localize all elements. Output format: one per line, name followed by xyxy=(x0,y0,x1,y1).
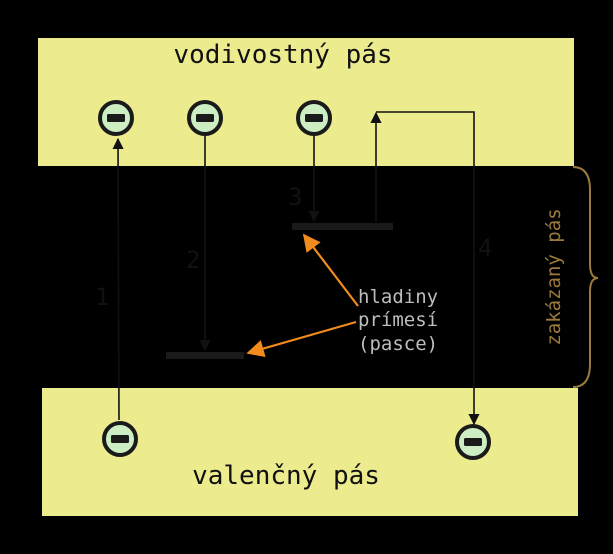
gap-brace xyxy=(572,166,599,388)
trap-level-upper xyxy=(292,223,393,230)
electron-conduction-2 xyxy=(187,100,223,136)
annotation-line-3: (pasce) xyxy=(358,333,438,355)
pointer-to-upper-trap xyxy=(302,233,359,307)
transition-3-label: 3 xyxy=(288,183,302,211)
electron-valence-1 xyxy=(102,421,138,457)
pointer-to-lower-trap xyxy=(246,320,357,358)
transition-2-label: 2 xyxy=(186,246,200,274)
transition-4-label: 4 xyxy=(478,234,492,262)
annotation-line-2: prímesí xyxy=(358,309,438,331)
transition-4-arrow xyxy=(376,111,480,426)
gap-label: zakázaný pás xyxy=(543,208,565,345)
transition-1-arrow xyxy=(112,137,124,421)
trap-levels-annotation: hladiny prímesí (pasce) xyxy=(358,286,438,355)
trap-level-lower xyxy=(166,352,244,359)
conduction-band-label: vodivostný pás xyxy=(173,40,392,70)
transition-1-label: 1 xyxy=(95,283,109,311)
valence-band-label: valenčný pás xyxy=(192,461,380,491)
electron-conduction-3 xyxy=(296,100,332,136)
annotation-line-1: hladiny xyxy=(358,286,438,308)
electron-valence-2 xyxy=(455,424,491,460)
electron-conduction-1 xyxy=(98,100,134,136)
